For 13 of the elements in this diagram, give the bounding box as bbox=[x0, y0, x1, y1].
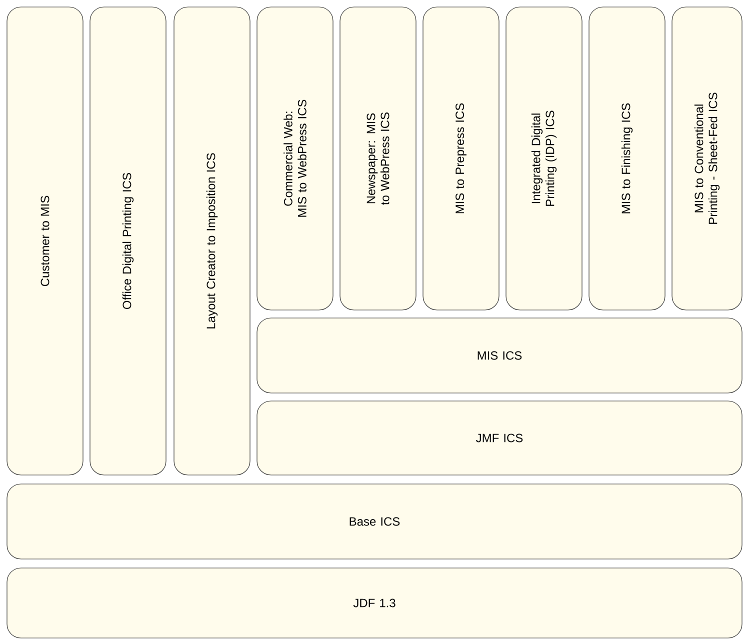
stack-layer-box: MIS ICS bbox=[256, 318, 742, 394]
stack-layer-box: JMF ICS bbox=[256, 400, 742, 476]
stack-layer-box: MIS to Conventional Printing - Sheet-Fed ICS bbox=[672, 6, 742, 310]
stack-layer-box: Office Digital Printing ICS bbox=[90, 6, 166, 476]
stack-layer-box: MIS to Prepress ICS bbox=[422, 6, 500, 310]
stack-layer-box: JDF 1.3 bbox=[6, 568, 742, 638]
stack-layer-box: Layout Creator to Imposition ICS bbox=[174, 6, 250, 476]
stack-layer-box: MIS to Finishing ICS bbox=[588, 6, 666, 310]
stack-layer-box: Newspaper: MIS to WebPress ICS bbox=[340, 6, 416, 310]
stack-layer-box: Integrated Digital Printing (IDP) ICS bbox=[506, 6, 582, 310]
stack-layer-box: Commercial Web: MIS to WebPress ICS bbox=[256, 6, 334, 310]
stack-layer-box: Base ICS bbox=[6, 484, 742, 560]
stack-layer-box: Customer to MIS bbox=[6, 6, 84, 476]
